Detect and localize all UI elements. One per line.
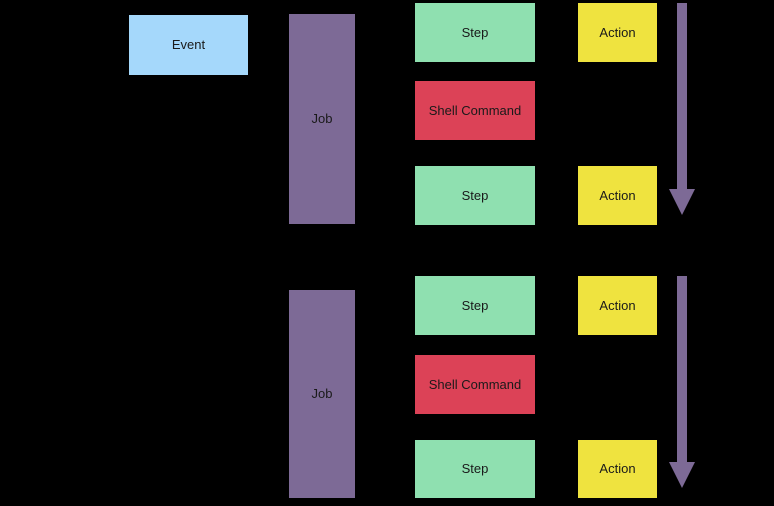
node-job-1[interactable]: Job [289,14,355,224]
node-label: Shell Command [428,376,522,392]
node-label: Step [461,24,489,40]
node-label: Action [599,187,636,203]
node-action-1[interactable]: Action [578,3,657,62]
node-shell-command-1[interactable]: Shell Command [415,81,535,140]
node-label: Shell Command [428,102,522,118]
node-action-2[interactable]: Action [578,166,657,225]
arrow-down-icon-1 [668,3,696,219]
node-event-1[interactable]: Event [129,15,248,75]
node-action-3[interactable]: Action [578,276,657,335]
node-step-2[interactable]: Step [415,166,535,225]
node-job-2[interactable]: Job [289,290,355,498]
node-action-4[interactable]: Action [578,440,657,498]
node-label: Step [461,187,489,203]
node-label: Step [461,461,489,477]
node-step-1[interactable]: Step [415,3,535,62]
node-step-3[interactable]: Step [415,276,535,335]
node-shell-command-2[interactable]: Shell Command [415,355,535,414]
node-label: Step [461,297,489,313]
arrow-down-icon-2 [668,276,696,492]
node-step-4[interactable]: Step [415,440,535,498]
node-label: Job [311,111,333,127]
node-label: Action [599,24,636,40]
node-label: Action [599,461,636,477]
node-label: Job [311,386,333,402]
node-label: Event [171,37,206,53]
node-label: Action [599,297,636,313]
